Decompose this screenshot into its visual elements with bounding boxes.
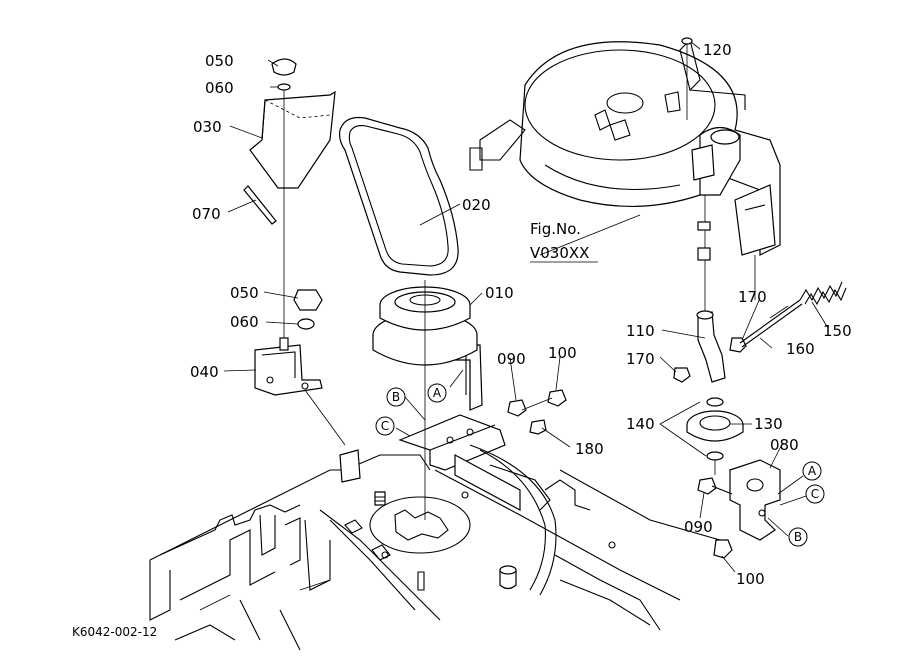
center-fasteners [507,389,567,435]
label-050-top: 050 [205,52,234,70]
ref-c-center: C [381,419,389,433]
leader-lines [223,41,829,573]
label-090-center: 090 [497,350,526,368]
label-150: 150 [823,322,852,340]
label-120: 120 [703,41,732,59]
label-130: 130 [754,415,783,433]
ref-b-right: B [794,530,802,544]
ref-b-center: B [392,390,400,404]
label-040: 040 [190,363,219,381]
label-090-right: 090 [684,518,713,536]
reference-circles: A B C A C B [375,383,825,547]
label-060-lower: 060 [230,313,259,331]
label-110: 110 [626,322,655,340]
label-170-lower: 170 [626,350,655,368]
label-170-upper: 170 [738,288,767,306]
label-030: 030 [193,118,222,136]
diagram-code: K6042-002-12 [72,625,157,639]
fig-ref-line1: Fig.No. [530,220,581,238]
ref-c-right: C [811,487,819,501]
label-080: 080 [770,436,799,454]
deck-frame [149,344,721,651]
deck-housing [469,37,781,340]
ref-a-center: A [433,386,442,400]
label-070: 070 [192,205,221,223]
label-160: 160 [786,340,815,358]
label-100-right: 100 [736,570,765,588]
label-050-lower: 050 [230,284,259,302]
label-020: 020 [462,196,491,214]
label-060-top: 060 [205,79,234,97]
tension-bracket-assembly [243,58,346,446]
label-140: 140 [626,415,655,433]
label-100-center: 100 [548,344,577,362]
ref-a-right: A [808,464,817,478]
label-010: 010 [485,284,514,302]
belt-and-pulley [338,116,478,520]
tension-arm-assembly [673,281,847,559]
part-labels: 050 060 030 070 020 050 060 040 010 120 … [72,41,852,639]
label-180: 180 [575,440,604,458]
fig-ref-line2: V030XX [530,244,589,262]
